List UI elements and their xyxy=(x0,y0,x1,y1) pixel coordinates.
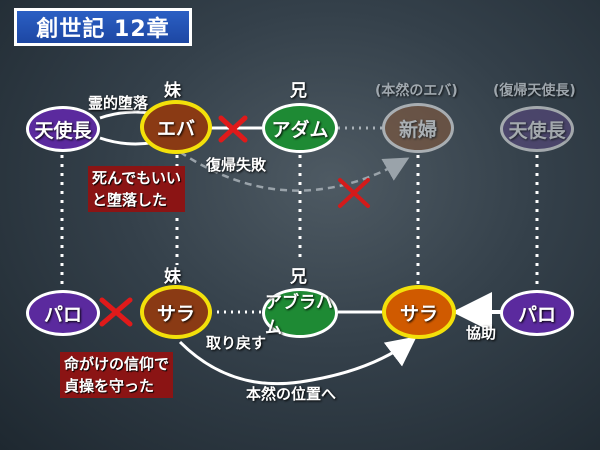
note-protected-chastity: 命がけの信仰で 貞操を守った xyxy=(60,352,174,398)
label-restored-archangel: (復帰天使長) xyxy=(493,83,576,99)
page-title: 創世記 12章 xyxy=(14,8,192,46)
cross-failed-restoration xyxy=(338,178,370,208)
label-older-brother-bottom: 兄 xyxy=(290,267,307,287)
cross-pharaoh-sara xyxy=(99,297,133,327)
note-line: 貞操を守った xyxy=(64,377,155,395)
note-line: 死んでもいい xyxy=(92,169,181,187)
failed-restoration-arrow xyxy=(179,150,410,192)
node-pharaoh-right: パロ xyxy=(500,290,574,336)
node-abraham: アブラハム xyxy=(262,288,338,338)
node-bride: 新婦 xyxy=(382,103,454,153)
label-restoration-failure: 復帰失敗 xyxy=(206,156,267,174)
label-younger-sister-top: 妹 xyxy=(164,81,181,101)
node-eve: エバ xyxy=(140,100,212,154)
note-line: 命がけの信仰で xyxy=(64,355,170,373)
node-archangel: 天使長 xyxy=(26,106,100,152)
node-archangel-dim: 天使長 xyxy=(500,106,574,152)
label-cooperation: 協助 xyxy=(466,324,497,342)
note-willing-to-die: 死んでもいい と堕落した xyxy=(88,166,185,212)
node-sarah-restored: サラ xyxy=(382,285,456,339)
cross-eva-adam xyxy=(218,115,248,143)
label-spiritual-fall: 霊的堕落 xyxy=(88,94,149,112)
label-older-brother-top: 兄 xyxy=(290,81,307,101)
node-pharaoh: パロ xyxy=(26,290,100,336)
note-line: と堕落した xyxy=(92,191,168,209)
label-younger-sister-bottom: 妹 xyxy=(164,267,181,287)
node-sarah: サラ xyxy=(140,285,212,339)
label-original-eve: (本然のエバ) xyxy=(375,83,458,99)
original-position-arrow xyxy=(178,336,417,386)
node-adam: アダム xyxy=(262,103,338,153)
label-original-position: 本然の位置へ xyxy=(246,385,337,403)
label-take-back: 取り戻す xyxy=(206,334,267,352)
